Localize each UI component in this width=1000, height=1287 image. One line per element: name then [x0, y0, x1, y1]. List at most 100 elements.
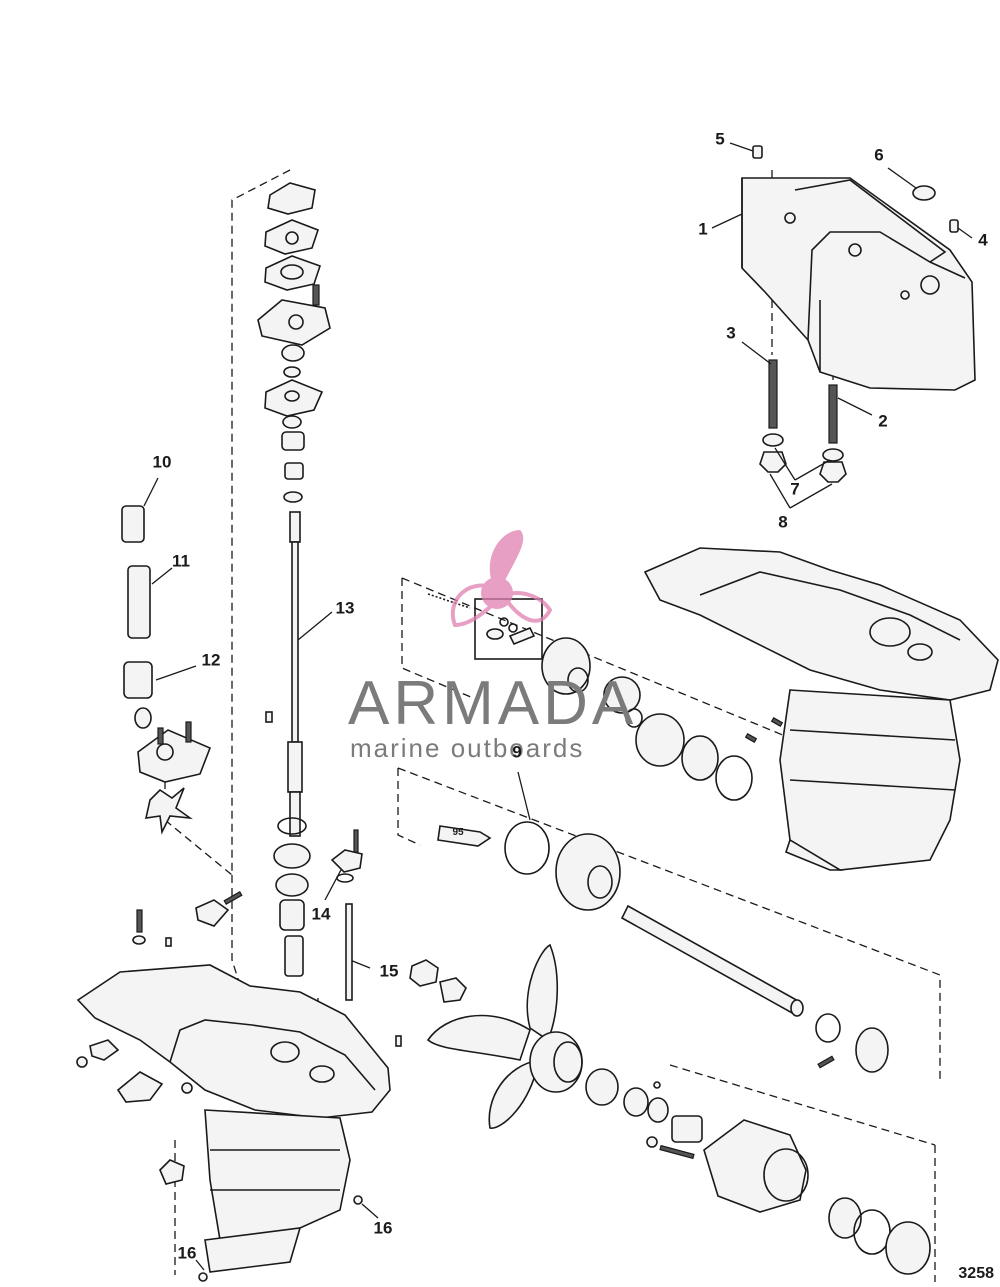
trim-tab [116, 1071, 164, 1103]
callout-14: 14 [311, 904, 331, 924]
callout-4: 4 [978, 230, 988, 250]
callout-5: 5 [715, 129, 725, 149]
tube-label: 95 [452, 827, 464, 838]
stud-2 [828, 384, 838, 444]
gear-housing-outline-2 [669, 1064, 936, 1146]
pin-right-b [744, 732, 758, 744]
water-pump-stack [257, 182, 331, 503]
pin-right-a [770, 716, 784, 728]
pin-c [653, 1081, 661, 1089]
nut-8b [819, 461, 847, 483]
washer-7b [822, 448, 844, 462]
callout-3: 3 [726, 323, 736, 343]
callout-16-right: 16 [373, 1218, 393, 1238]
water-pump-assembly-outline [164, 169, 291, 877]
prop-nut [409, 959, 439, 987]
nut-b [181, 1082, 193, 1094]
nut-8a [759, 451, 787, 473]
leader-4 [957, 227, 973, 239]
leader-15 [349, 959, 371, 969]
propshaft-assembly-outline [397, 767, 941, 1080]
clutch-dog [855, 1027, 889, 1073]
detail-pin-c [486, 628, 504, 640]
dowel-pin-5 [752, 145, 763, 159]
screw-14 [353, 829, 359, 853]
lower-stack [273, 817, 311, 977]
retainer-block [195, 899, 230, 927]
watermark-logo [450, 530, 553, 628]
leader-7a [774, 447, 796, 481]
driveshaft-housing [741, 177, 976, 391]
propeller-shaft [620, 904, 804, 1017]
nut-16a [353, 1195, 363, 1205]
watermark-title: ARMADA [348, 669, 638, 738]
oring-propshaft [815, 1013, 841, 1043]
key-small [265, 711, 273, 723]
leader-16b [195, 1259, 205, 1271]
callout-6: 6 [874, 145, 884, 165]
callout-12: 12 [201, 650, 221, 670]
cap-6 [912, 185, 936, 201]
bearing-carrier-outline [401, 578, 479, 701]
leader-8a [769, 473, 791, 509]
leader-16a [361, 1203, 379, 1219]
forward-gear-hub [587, 865, 613, 899]
leader-7b [794, 459, 831, 481]
figure-number: 3258 [958, 1265, 994, 1282]
shift-rod-15 [345, 903, 353, 1001]
pin-b [395, 1035, 402, 1047]
callout-15: 15 [379, 961, 399, 981]
shift-cam-14 [330, 849, 363, 873]
drive-shaft [287, 511, 303, 837]
retainer-bolt [223, 890, 243, 906]
callout-2: 2 [878, 411, 888, 431]
leader-5 [729, 142, 754, 152]
watermark-subtitle: marine outboards [350, 733, 585, 763]
leader-9 [517, 771, 531, 821]
leader-8b [789, 483, 833, 509]
gear-housing-right [643, 547, 999, 871]
washer-a [132, 935, 146, 945]
leader-1 [711, 213, 743, 229]
callout-9: 9 [512, 742, 522, 762]
detail-pin-b [508, 623, 518, 633]
bearing-a [623, 1087, 649, 1117]
leader-14 [324, 867, 343, 901]
leader-11 [151, 567, 173, 585]
washer-7a [762, 433, 784, 447]
leader-3 [741, 341, 772, 365]
forward-gear [555, 833, 621, 911]
callout-7: 7 [790, 479, 800, 499]
tab-washer [439, 977, 467, 1003]
pinion-gear [159, 1159, 185, 1185]
oring-9 [504, 821, 550, 875]
anode-block [89, 1039, 120, 1061]
leader-12 [155, 665, 197, 681]
bearing-carrier-parts [541, 637, 753, 801]
nut-c [646, 1136, 658, 1148]
cross-pin [817, 1055, 835, 1069]
driveshaft-outline [231, 875, 241, 986]
callout-13: 13 [335, 598, 355, 618]
detail-pin-a [499, 617, 509, 627]
oring-14 [336, 873, 354, 883]
callout-8: 8 [778, 512, 788, 532]
bushing-12 [123, 661, 153, 699]
spring-and-pins [427, 593, 471, 609]
bearing-carrier [671, 1115, 931, 1275]
dowel-pin-4 [949, 219, 959, 233]
leader-2 [837, 397, 873, 416]
thrust-washer [585, 1068, 619, 1106]
leader-6 [887, 167, 917, 189]
grease-tube [437, 825, 492, 847]
callout-10: 10 [152, 452, 172, 472]
bolt-a [136, 909, 143, 933]
callout-16-left: 16 [177, 1243, 197, 1263]
leader-13 [297, 611, 333, 641]
detail-cross-pin [508, 626, 536, 646]
bolt-c [659, 1144, 695, 1160]
callout-11: 11 [172, 551, 190, 571]
nut-a [76, 1056, 88, 1068]
